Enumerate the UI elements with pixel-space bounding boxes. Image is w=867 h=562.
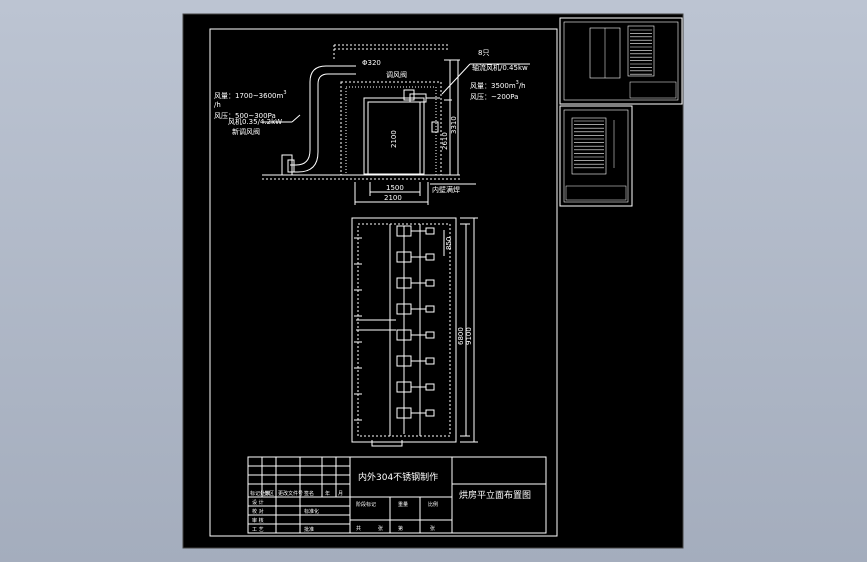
fan-name-label: 轴流风机/0.45kw <box>472 63 528 72</box>
title-block <box>247 456 547 534</box>
sheet-of: 张 <box>378 525 383 532</box>
intake-extra-label: 风机0.35/4.2kW <box>228 117 282 126</box>
weight-label: 重量 <box>398 501 408 508</box>
height-total-label: 3310 <box>450 116 458 134</box>
inner-length-label: 6800 <box>457 327 465 345</box>
sheet-label: 共 <box>356 525 361 532</box>
total-length-label: 9100 <box>465 327 473 345</box>
approve-label: 批准 <box>304 526 314 533</box>
standard-label: 标准化 <box>304 508 319 515</box>
col-label-4: 月 <box>338 491 343 497</box>
fan-spacing-label: 850 <box>445 237 453 250</box>
sheet-unit: 张 <box>430 525 435 532</box>
damper-label: 调风阀 <box>386 70 407 79</box>
intake-pressure-label: 风压：500~300Pa <box>214 112 276 120</box>
elevation-labels: Φ320 风量：1700~3600m3 /h 风压：500~300Pa 风机0.… <box>214 49 528 202</box>
plan-labels: 850 6800 9100 <box>445 237 473 345</box>
row-label-4: 工 艺 <box>252 527 264 533</box>
col-label-0: 分区 <box>264 490 274 497</box>
thumbnail-1-shelves <box>630 29 652 75</box>
fan-air-volume-label: 风量：3500m3/h <box>470 80 526 90</box>
intake-air-volume-label: 风量：1700~3600m3 <box>214 90 287 100</box>
sheet-num: 第 <box>398 525 403 532</box>
fan-count-label: 8只 <box>478 49 489 57</box>
plan-fan-group <box>354 225 435 421</box>
main-sheet-border <box>209 28 558 537</box>
row-label-2: 校 对 <box>252 508 264 515</box>
elevation-view <box>262 44 530 205</box>
thumbnail-2-racks <box>574 120 604 169</box>
stage-label: 阶段标记 <box>356 501 376 508</box>
height-mid-label: 2610 <box>441 132 449 150</box>
drawing-title: 烘房平立面布置图 <box>459 489 531 501</box>
fan-pressure-label: 风压：~200Pa <box>470 93 518 101</box>
thumbnail-sheet-1[interactable] <box>559 17 683 105</box>
row-label-1: 设 计 <box>252 499 264 506</box>
col-label-2: 签名 <box>304 490 314 497</box>
intake-damper-label: 新调风阀 <box>232 127 260 136</box>
col-label-3: 年 <box>325 490 330 497</box>
width-total-label: 2100 <box>384 194 402 202</box>
wall-note-label: 内壁满焊 <box>432 185 460 194</box>
row-label-0: 标记处数 <box>250 490 270 497</box>
row-label-3: 审 核 <box>252 517 264 524</box>
intake-air-volume-unit: /h <box>214 101 221 109</box>
height-inner-label: 2100 <box>390 130 398 148</box>
thumbnail-sheet-2[interactable] <box>559 105 633 207</box>
scale-label: 比例 <box>428 501 438 508</box>
col-label-1: 更改文件号 <box>278 490 303 497</box>
width-door-label: 1500 <box>386 184 404 192</box>
material-note: 内外304不锈钢制作 <box>358 471 438 483</box>
duct-diameter-label: Φ320 <box>362 59 381 67</box>
title-block-text: 内外304不锈钢制作 烘房平立面布置图 标记处数 设 计 校 对 审 核 工 艺… <box>250 471 531 533</box>
